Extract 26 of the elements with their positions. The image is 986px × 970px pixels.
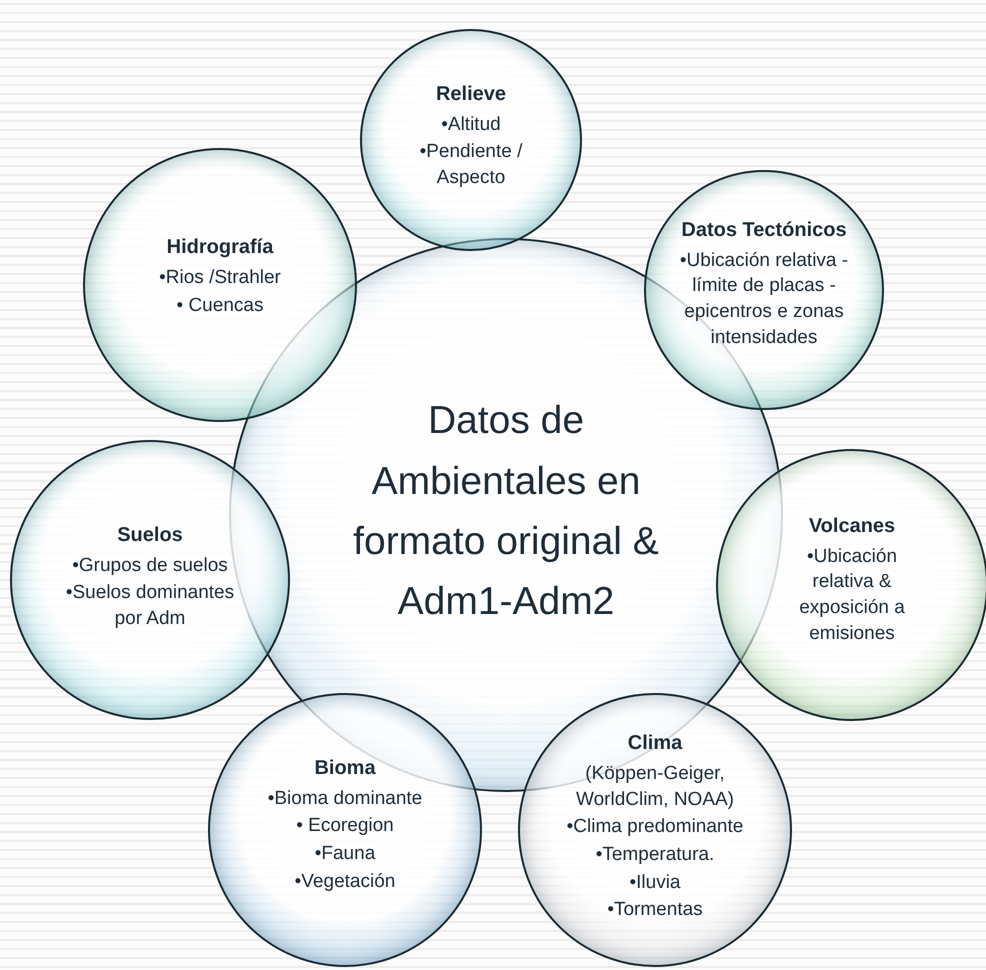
topic-item: •Altitud bbox=[441, 112, 501, 137]
topic-item: • Cuencas bbox=[176, 294, 264, 318]
central-title: Datos de Ambientales en formato original & Adm1-Adm2 bbox=[352, 398, 660, 626]
topic-item: •Pendiente / Aspecto bbox=[418, 140, 524, 190]
topic-item: •Ubicación relativa & exposición a emisiones bbox=[798, 544, 906, 646]
topic-heading: Suelos bbox=[117, 522, 183, 548]
topic-item: •Vegetación bbox=[294, 870, 396, 894]
topic-heading: Clima bbox=[628, 731, 682, 756]
topic-item: •Temperatura. bbox=[596, 843, 714, 867]
topic-item: •Bioma dominante bbox=[268, 786, 422, 811]
topic-item: •Suelos dominantes por Adm bbox=[64, 581, 236, 631]
topic-item: •Tormentas bbox=[607, 898, 703, 922]
topic-item: •Grupos de suelos bbox=[72, 554, 228, 578]
topic-item: •Rios /Strahler bbox=[159, 266, 281, 290]
topic-item: (Köppen-Geiger, WorldClim, NOAA) bbox=[575, 762, 735, 812]
topic-item: •Iluvia bbox=[629, 870, 680, 895]
topic-item: •Fauna bbox=[314, 842, 376, 866]
topic-item: •Ubicación relativa -límite de placas - epicentros e zonas intensidades bbox=[679, 248, 849, 350]
topic-item: • Ecoregion bbox=[296, 814, 394, 838]
topic-item: •Clima predominante bbox=[566, 815, 744, 840]
topic-heading: Hidrografía bbox=[166, 235, 274, 260]
topic-bubble bbox=[716, 449, 986, 721]
topic-heading: Relieve bbox=[436, 82, 506, 107]
topic-heading: Volcanes bbox=[808, 514, 896, 539]
topic-heading: Bioma bbox=[314, 756, 376, 781]
topic-heading: Datos Tectónicos bbox=[681, 218, 847, 243]
